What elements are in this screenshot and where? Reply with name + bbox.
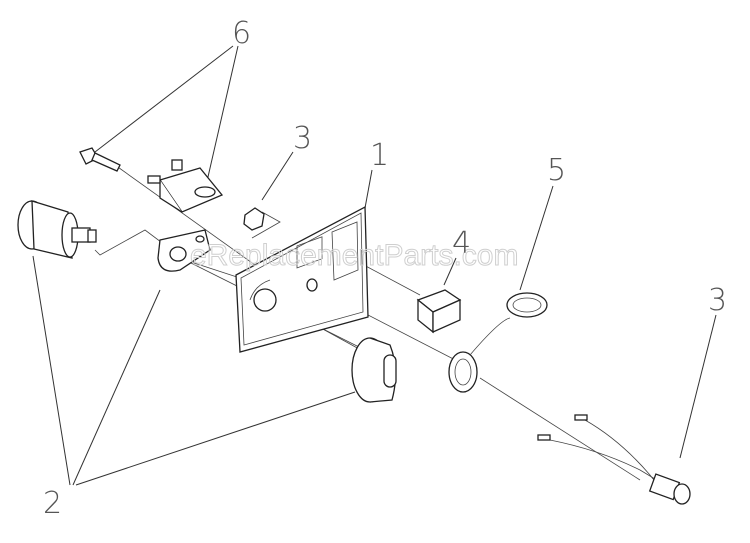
screw [79,147,121,172]
callout-1: 1 [370,138,389,173]
callout-6: 6 [232,16,251,51]
grommet-cap [448,292,548,393]
callout-3: 3 [293,121,312,156]
callout-5: 5 [547,153,566,188]
callout-2: 2 [43,486,62,521]
mounting-bracket [157,229,211,272]
control-panel [235,205,369,353]
callout-3-plug: 3 [708,283,727,318]
hex-nut [243,207,265,231]
wire-harness [537,414,691,505]
callout-4: 4 [452,226,471,261]
rotary-switch [17,200,97,259]
knob [351,337,397,403]
assembly-lines [94,164,641,481]
watermark: eReplacementParts.com [190,239,518,272]
toggle-switch [147,159,224,213]
leader-lines [32,45,717,486]
outlet-insert [416,289,462,334]
